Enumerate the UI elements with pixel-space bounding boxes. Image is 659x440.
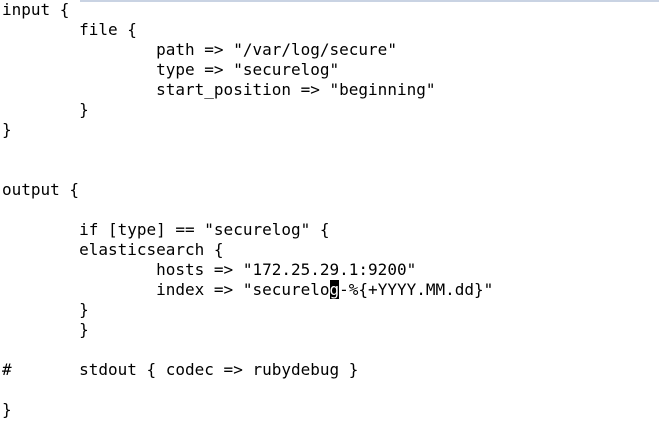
- code-line-2[interactable]: file {: [2, 20, 137, 39]
- code-line-10[interactable]: output {: [2, 180, 80, 199]
- code-line-7[interactable]: }: [2, 120, 12, 139]
- code-line-18[interactable]: [2, 340, 493, 360]
- code-line-12[interactable]: if [type] == "securelog" {: [2, 220, 330, 239]
- code-line-17[interactable]: }: [2, 320, 89, 339]
- code-line-13[interactable]: elasticsearch {: [2, 240, 224, 259]
- window-top-strip: [80, 0, 659, 2]
- code-line-11[interactable]: [2, 200, 493, 220]
- code-line-15-cursor[interactable]: index => "securelog-%{+YYYY.MM.dd}": [2, 280, 493, 300]
- code-line-14[interactable]: hosts => "172.25.29.1:9200": [2, 260, 417, 279]
- text-cursor[interactable]: g: [329, 280, 340, 299]
- code-line-20[interactable]: [2, 380, 493, 400]
- code-line-5[interactable]: start_position => "beginning": [2, 80, 436, 99]
- code-lines[interactable]: input { file { path => "/var/log/secure"…: [2, 0, 493, 420]
- cursor-line-before: index => "securelo: [2, 280, 330, 299]
- code-line-1[interactable]: input {: [2, 0, 70, 19]
- code-line-3[interactable]: path => "/var/log/secure": [2, 40, 397, 59]
- cursor-line-after: -%{+YYYY.MM.dd}": [339, 280, 494, 299]
- code-line-19[interactable]: # stdout { codec => rubydebug }: [2, 360, 359, 379]
- code-line-16[interactable]: }: [2, 300, 89, 319]
- code-line-8[interactable]: [2, 140, 493, 160]
- code-line-9[interactable]: [2, 160, 493, 180]
- code-line-21[interactable]: }: [2, 400, 12, 419]
- code-line-4[interactable]: type => "securelog": [2, 60, 340, 79]
- code-line-6[interactable]: }: [2, 100, 89, 119]
